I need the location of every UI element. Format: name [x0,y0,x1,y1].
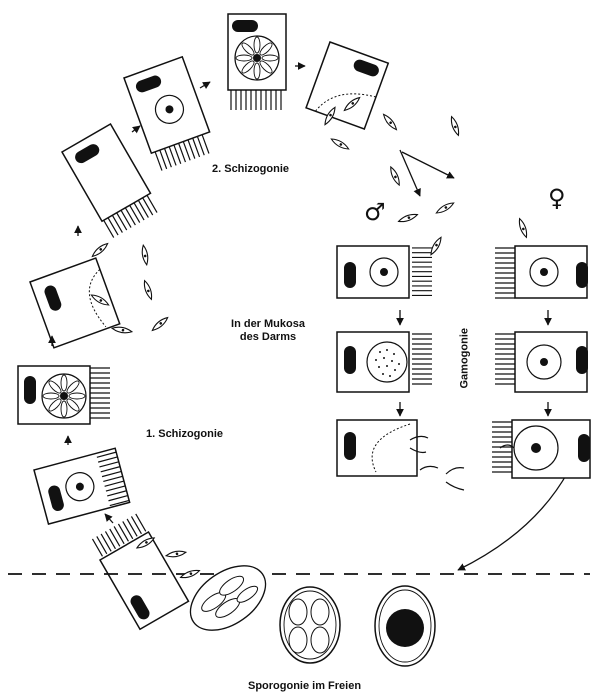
cell-schizogony1-stage1 [91,513,190,631]
label-mukosa: In der Mukosa des Darms [220,318,316,344]
cycle-arrows [48,62,587,571]
cell-schizogony2-release [305,41,390,130]
gamogony-female-cell-1 [494,245,588,299]
label-mukosa-line1: In der Mukosa [231,318,305,330]
gamogony-female-cell-3 [491,419,591,479]
label-schizogonie-1: 1. Schizogonie [146,428,224,440]
oocyst-unsporulated [374,585,436,667]
oocyst-sporulated [279,586,341,664]
gamogony-male-cell-1 [336,245,433,299]
female-symbol-icon: ♀ [548,184,566,212]
label-mukosa-line2: des Darms [239,331,297,343]
oocyst-shed [189,565,267,631]
cell-schizogony1-stage2 [33,447,131,526]
cell-schizogony2-stage2 [123,55,211,172]
cell-schizogony1-meront [17,365,111,425]
gamogony-female-cell-2 [494,331,588,393]
male-symbol-icon: ♂ [364,198,386,226]
label-gamogonie: Gamogonie [458,327,471,389]
label-sporogonie: Sporogonie im Freien [248,680,362,692]
gamogony-male-cell-2 [336,331,433,393]
cell-schizogony1-release [29,257,121,349]
cell-schizogony2-stage1 [60,122,158,239]
gamogony-male-cell-3 [336,419,465,491]
cell-schizogony2-meront [227,13,287,111]
label-schizogonie-2: 2. Schizogonie [212,163,290,175]
